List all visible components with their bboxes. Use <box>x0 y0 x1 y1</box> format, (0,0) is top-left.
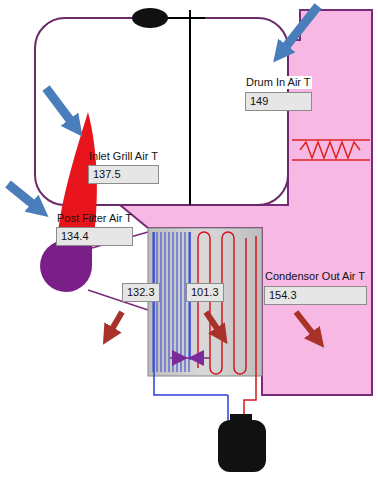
value-box: 134.4 <box>56 227 133 246</box>
coil-bend <box>234 368 246 374</box>
pointer-arrow <box>46 88 76 128</box>
airflow-arrow <box>296 312 318 340</box>
sensor-label: Inlet Grill Air T <box>88 150 159 163</box>
value-box: 149 <box>245 92 312 111</box>
coil-pass <box>245 238 247 368</box>
coil-bend <box>198 232 210 238</box>
heater-housing <box>292 139 370 141</box>
blower <box>40 240 92 292</box>
sensor-label: Condensor Out Air T <box>264 270 366 283</box>
condenser-tube <box>244 236 256 420</box>
coil-pass <box>233 238 235 368</box>
compressor-terminal <box>230 414 252 422</box>
value-box: 101.3 <box>186 283 224 302</box>
motor-knob <box>132 8 168 28</box>
drum-shaft <box>189 10 191 205</box>
coil-bend <box>222 232 234 238</box>
sensor-reading: Inlet Grill Air T 137.5 <box>88 146 159 184</box>
coil-pass <box>209 238 211 368</box>
condenser-fins <box>150 232 190 372</box>
heater-coil <box>300 142 360 158</box>
condenser <box>148 228 262 376</box>
sensor-reading: 132.3 <box>122 283 160 302</box>
sensor-reading: 101.3 <box>186 283 224 302</box>
airflow-arrow <box>206 312 222 336</box>
evaporator-tube <box>154 232 228 395</box>
sensor-reading: Post Filter Air T 134.4 <box>56 208 133 246</box>
value-box: 137.5 <box>88 165 159 184</box>
pointer-arrow <box>8 184 40 210</box>
value-box: 132.3 <box>122 283 160 302</box>
value-box: 154.3 <box>264 286 367 305</box>
pointer-arrow <box>280 6 318 54</box>
coil-pass <box>197 238 199 368</box>
coil-pass <box>221 238 223 368</box>
expansion-valve <box>172 350 204 366</box>
sensor-label: Drum In Air T <box>245 76 312 89</box>
condenser-coil <box>198 232 246 374</box>
sensor-label: Post Filter Air T <box>56 212 133 225</box>
compressor <box>218 420 266 472</box>
suction-tube <box>227 395 229 420</box>
heater-housing <box>292 159 370 161</box>
sensor-reading: Drum In Air T 149 <box>245 72 312 111</box>
sensor-reading: Condensor Out Air T 154.3 <box>264 266 367 305</box>
airflow-arrow <box>108 312 122 336</box>
coil-bend <box>210 368 222 374</box>
